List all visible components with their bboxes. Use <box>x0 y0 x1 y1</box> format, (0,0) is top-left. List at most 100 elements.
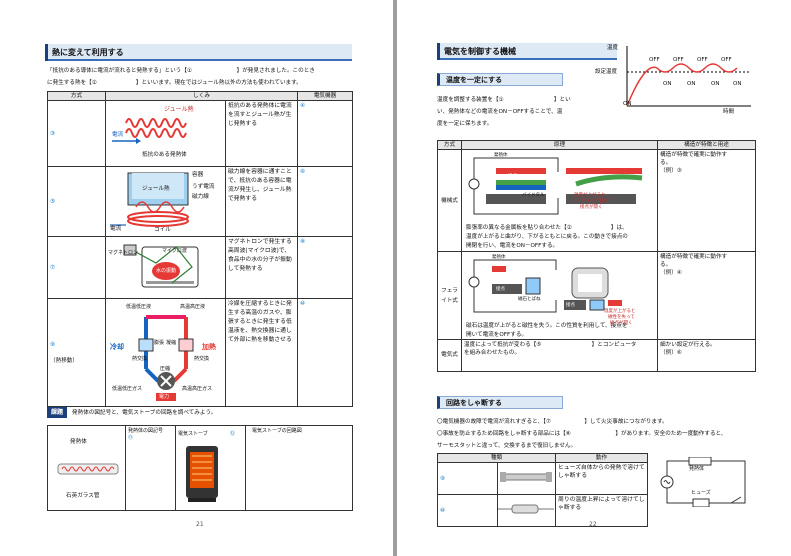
label-coil: コイル <box>154 227 171 233</box>
col-action: 動作 <box>555 453 649 463</box>
label-cool: 冷却 <box>110 343 124 351</box>
label-contact: 接点 <box>496 287 505 292</box>
action-text: 周りの温度上昇によって溶けてしゃ断する <box>555 494 649 527</box>
thermal-fuse-image <box>496 494 557 527</box>
para-line: サーモスタットと違って、交換するまで復旧しません。 <box>437 443 577 449</box>
label-note: 温度が上がると <box>574 193 606 198</box>
graph-off: OFF <box>673 57 684 63</box>
figure-heatpump: 低温低圧液 高温高圧液 冷却 加熱 膨張 凝縮 熱交換 熱交換 圧縮 低温低圧ガ… <box>105 298 226 407</box>
fuse-image <box>496 462 557 495</box>
principle-text: 磁石は温度が上がると磁性を失う。この性質を利用して、接点を <box>466 323 628 329</box>
tube-label: 石英ガラス管 <box>66 493 100 499</box>
label-power: 電力 <box>159 394 170 400</box>
circuit-fuse-label: ヒューズ <box>691 490 711 496</box>
section-control: 電気を制御する機械 <box>437 43 617 60</box>
label-exchange-2: 熱交換 <box>194 356 210 362</box>
label-note: 温度が上がると <box>604 309 636 314</box>
label-eddy: うず電流 <box>192 184 215 190</box>
label-magnetron: マグネトロン <box>108 250 139 256</box>
table-row: ⑦ マグネトロン マイクロ波 水の振動 マグネトロンで発生する高周波(マイクロ波… <box>47 236 354 299</box>
blank-number: ⑪ <box>128 435 134 441</box>
para-line: い、発熱体などの電流をON－OFFすることで、温 <box>437 109 563 115</box>
principle-text: を組み合わせたもの。 <box>464 350 520 356</box>
subsection-title: 温度を一定にする <box>446 76 503 84</box>
heater-cell: 発熱体 石英ガラス管 <box>47 425 126 511</box>
label-joule: ジュール熱 <box>164 106 194 113</box>
label-note: 磁性を失って <box>608 315 635 320</box>
blank-number: ⑦ <box>50 264 56 271</box>
action-text: ヒューズ自体からの発熱で溶けてしゃ断する <box>555 462 649 495</box>
label-contact: 接点 <box>508 174 517 179</box>
principle-text: 温度によって抵抗が変わる【⑤ 】とコンピュータ <box>464 342 637 348</box>
section-title: 熱に変えて利用する <box>52 48 124 57</box>
heater-label: 発熱体 <box>70 439 87 445</box>
figure-microwave: マグネトロン マイクロ波 水の振動 <box>105 236 226 299</box>
label-heat: 加熱 <box>202 343 216 351</box>
feature-text: 構造が特徴で確実に動作す <box>660 152 728 158</box>
example-label: （例）③ <box>660 168 682 174</box>
subsection-title: 回路をしゃ断する <box>446 399 502 407</box>
blank-number: ⑤ <box>50 198 56 205</box>
label-high-gas: 高温高圧ガス <box>182 386 213 392</box>
subsection-temperature: 温度を一定にする <box>437 73 563 86</box>
graph-off: OFF <box>649 57 660 63</box>
page-number: 21 <box>196 521 204 528</box>
blank-number: ④ <box>300 103 306 109</box>
col-device: 電気機器 <box>297 91 354 101</box>
para-line: 度を一定に保ちます。 <box>437 121 493 127</box>
stove-image <box>186 446 218 502</box>
fuse-table: 種類 動作 ⑨ ヒューズ自体からの発熱で溶けてしゃ断する ⑩ 周りの温度上昇によ… <box>436 453 649 527</box>
principle-text: 膨張率の異なる金属板を貼り合わせた【② 】は、 <box>466 225 628 231</box>
example-label: （例）⑥ <box>660 350 682 356</box>
circuit-heater-label: 発熱体 <box>689 466 705 472</box>
col-type: 種類 <box>436 453 557 463</box>
para-line: 温度を調整する装置を【① 】とい <box>437 97 571 103</box>
label-current: 電流 <box>110 226 122 232</box>
desc-microwave: マグネトロンで発生する高周波(マイクロ波)で、食品中の水の分子が振動して発熱する <box>224 236 299 299</box>
label-note: 接点が開く <box>580 205 603 210</box>
heat-transfer-note: （熱移動） <box>50 357 78 364</box>
table-row: ⑨ ヒューズ自体からの発熱で溶けてしゃ断する <box>437 462 649 495</box>
desc-induction: 磁力線を容器に通すことで、抵抗のある容器に電流が発生し、ジュール熱で発熱する <box>224 166 299 237</box>
label-current: 電流 <box>112 132 124 138</box>
graph-setpoint: 設定温度 <box>595 69 618 75</box>
figure-bimetal: 発熱体 接点 バイメタル 温度が上がると バイメタルが曲がり 接点が開く 膨張率… <box>461 149 658 252</box>
label-container: 容器 <box>192 172 204 178</box>
table-row: ⑩ 周りの温度上昇によって溶けてしゃ断する <box>437 494 649 527</box>
graph-on: ON <box>687 81 696 87</box>
feature-text: 構造が特徴で確実に動作す <box>660 254 728 260</box>
table-row: ③ ジュール熱 電流 抵抗のある発熱体 抵抗のある発熱体に電流を流すとジュール熱… <box>47 100 354 167</box>
fuse-circuit: 発熱体 ヒューズ <box>659 456 751 508</box>
label-low-liquid: 低温低圧液 <box>126 304 152 310</box>
desc-heatpump: 冷媒を圧縮するときに発生する高温のガスや、膨張するときに発生する低温液を、熱交換… <box>224 298 299 407</box>
blank-number: ⑩ <box>300 301 306 307</box>
stove-cell: 電気ストーブ ⑫ <box>175 425 246 511</box>
graph-ylabel: 温度 <box>607 45 619 51</box>
blank-number: ⑧ <box>300 239 306 245</box>
label-water: 水の振動 <box>156 268 177 274</box>
label-heater: 発熱体 <box>492 255 506 260</box>
col-method: 方式 <box>437 140 462 150</box>
label-joule: ジュール熱 <box>142 186 170 192</box>
method-label: 電気式 <box>437 339 462 372</box>
label-flux: 磁力線 <box>192 194 209 200</box>
label-contact: 接点 <box>566 303 575 308</box>
desc-joule: 抵抗のある発熱体に電流を流すとジュール熱が生じ発熱する <box>224 100 299 167</box>
feature-text: 細かい設定が行える。 <box>660 342 716 348</box>
section-heat: 熱に変えて利用する <box>45 44 352 61</box>
label-heater: 抵抗のある発熱体 <box>142 152 187 158</box>
graph-on: ON <box>711 81 720 87</box>
intro-line-2: に発生する熱を【② 】といいます。現在ではジュール熱以外の方法も使われています。 <box>47 80 302 86</box>
feature-text: る。 <box>660 160 672 166</box>
figure-induction: 容器 ジュール熱 うず電流 磁力線 電流 コイル <box>105 166 226 237</box>
blank-number: ⑨ <box>50 341 56 348</box>
page-number: 22 <box>589 521 597 528</box>
principle-text: 温度が上がると曲がり、下がるともとに戻る。この動きで接点の <box>466 234 628 240</box>
table-row: 電気式 温度によって抵抗が変わる【⑤ 】とコンピュータ を組み合わせたもの。 細… <box>437 339 756 372</box>
principle-text: 開いて電流をOFFする。 <box>466 332 528 338</box>
col-method: 方式 <box>47 91 106 101</box>
principle-text: 開閉を行い、電流をON－OFFする。 <box>466 243 559 249</box>
graph-on-0: ON <box>623 101 632 107</box>
symbol-header: 発熱体の図記号 <box>128 428 164 434</box>
col-principle: 原理 <box>461 140 658 150</box>
